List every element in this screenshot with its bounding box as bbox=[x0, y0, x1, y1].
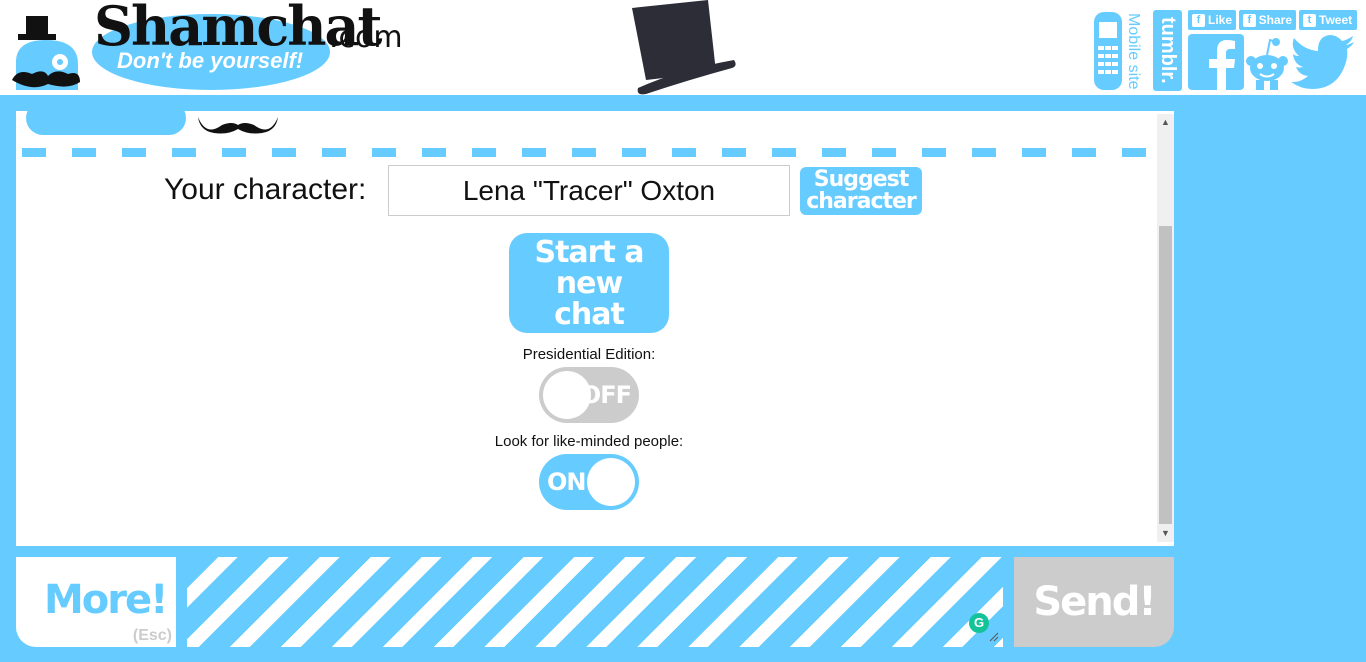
mobile-site-link[interactable]: Mobile site bbox=[1125, 12, 1142, 90]
reddit-icon[interactable] bbox=[1246, 34, 1288, 90]
dashed-divider bbox=[22, 148, 1148, 157]
toggle-state-label: ON bbox=[547, 468, 586, 496]
esc-shortcut-hint: (Esc) bbox=[132, 627, 172, 644]
facebook-icon: f bbox=[1243, 13, 1256, 27]
facebook-icon[interactable] bbox=[1188, 34, 1244, 90]
logo-name[interactable]: Shamchat bbox=[94, 0, 382, 58]
tumblr-button[interactable]: tumblr. bbox=[1153, 10, 1182, 91]
presidential-edition-toggle[interactable]: OFF bbox=[539, 367, 639, 423]
more-button[interactable]: More! (Esc) bbox=[16, 557, 176, 647]
like-minded-toggle[interactable]: ON bbox=[539, 454, 639, 510]
twitter-icon[interactable] bbox=[1290, 34, 1356, 90]
site-header: Shamchat .com Don't be yourself! Mobile … bbox=[0, 0, 1366, 95]
logo-oval bbox=[92, 14, 330, 90]
facebook-share-label: Share bbox=[1258, 13, 1292, 27]
facebook-like-button[interactable]: f Like bbox=[1188, 10, 1236, 30]
panel-scrollbar[interactable]: ▲ ▼ bbox=[1157, 114, 1174, 542]
chat-setup-panel: Your character: Suggest character Start … bbox=[16, 111, 1174, 546]
top-hat-icon bbox=[632, 0, 736, 95]
scroll-up-arrow-icon[interactable]: ▲ bbox=[1161, 117, 1170, 127]
scrollbar-thumb[interactable] bbox=[1159, 226, 1172, 524]
logo-domain: .com bbox=[329, 20, 403, 55]
tweet-label: Tweet bbox=[1319, 13, 1353, 27]
logo-tagline: Don't be yourself! bbox=[117, 48, 304, 73]
facebook-like-label: Like bbox=[1207, 13, 1232, 27]
grammarly-icon[interactable]: G bbox=[969, 613, 989, 633]
mustache-icon bbox=[198, 117, 278, 134]
toggle-knob bbox=[543, 371, 591, 419]
more-button-label: More! bbox=[44, 577, 168, 623]
like-minded-label: Look for like-minded people: bbox=[494, 433, 684, 450]
character-label: Your character: bbox=[164, 173, 367, 206]
mobile-phone-icon[interactable] bbox=[1092, 10, 1124, 92]
start-new-chat-button[interactable]: Start a new chat bbox=[509, 233, 669, 333]
presidential-edition-label: Presidential Edition: bbox=[522, 346, 656, 363]
facebook-share-button[interactable]: f Share bbox=[1239, 10, 1296, 30]
tweet-button[interactable]: t Tweet bbox=[1299, 10, 1357, 30]
toggle-knob bbox=[587, 458, 635, 506]
character-input[interactable] bbox=[388, 165, 790, 216]
partial-header-button bbox=[26, 111, 186, 135]
send-button[interactable]: Send! bbox=[1014, 557, 1174, 647]
toggle-state-label: OFF bbox=[580, 381, 632, 409]
mascot-logo-icon[interactable] bbox=[8, 2, 88, 92]
scroll-down-arrow-icon[interactable]: ▼ bbox=[1161, 528, 1170, 538]
suggest-character-button[interactable]: Suggest character bbox=[800, 167, 922, 215]
twitter-icon: t bbox=[1303, 13, 1316, 27]
message-input[interactable] bbox=[187, 557, 1003, 647]
facebook-icon: f bbox=[1192, 13, 1205, 27]
resize-grip-icon[interactable] bbox=[987, 630, 999, 642]
